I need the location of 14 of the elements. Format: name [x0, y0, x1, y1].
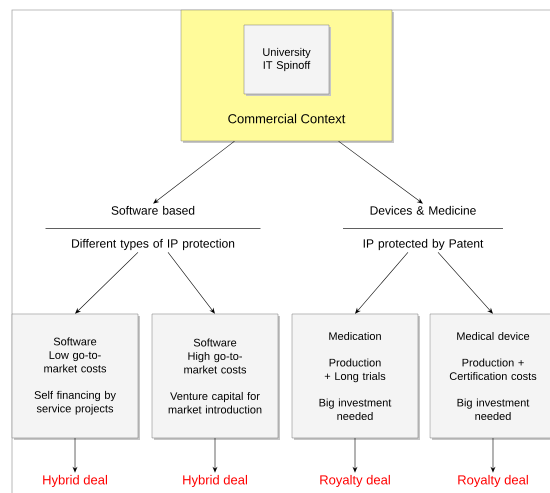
deal-label: Royalty deal: [458, 474, 528, 488]
arrow: [338, 140, 423, 204]
spinoff-box: University IT Spinoff: [244, 24, 331, 96]
description-box: Medication Production + Long trials Big investment needed: [292, 314, 420, 440]
category-heading: Devices & Medicine IP protected by Patent: [342, 206, 504, 250]
deal-label: Royalty deal: [320, 474, 390, 488]
description-box: Medical device Production + Certification costs Big investment needed: [430, 314, 550, 440]
description-box: Software Low go-to-market costs Self financing by service projects: [12, 314, 140, 440]
category-heading: Software based Different types of IP protection: [45, 206, 261, 250]
deal-label: Hybrid deal: [183, 474, 247, 488]
arrow: [153, 140, 235, 204]
deal-label: Hybrid deal: [43, 474, 107, 488]
description-box: Software High go-to-market costs Venture capital for market introduction: [152, 314, 280, 440]
arrow: [75, 252, 138, 314]
